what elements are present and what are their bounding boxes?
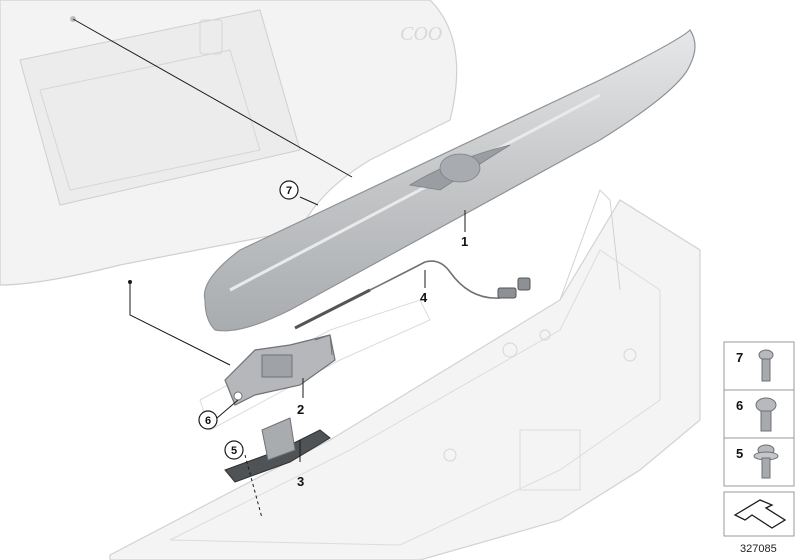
striker-part [224, 417, 331, 483]
callout-6: 6 [205, 415, 211, 427]
legend-num-6: 6 [736, 398, 743, 413]
page-reference-arrow-icon [733, 499, 787, 529]
mini-wings-emblem [408, 144, 511, 191]
callout-4: 4 [420, 290, 428, 305]
callout-6-circle: 6 [198, 410, 218, 430]
callout-5: 5 [231, 445, 237, 457]
callout-3: 3 [297, 474, 304, 489]
bowden-cable-part [294, 260, 531, 330]
tailgate-panel: COO [0, 0, 458, 286]
fastener-legend: 7 6 5 [723, 341, 795, 537]
leader-dot [128, 280, 132, 284]
legend-num-7: 7 [736, 350, 743, 365]
screw-small-icon [758, 349, 774, 382]
body-structure [109, 189, 701, 560]
callout-7: 7 [286, 185, 292, 197]
callout-7-circle: 7 [279, 180, 299, 200]
leader-lines [72, 18, 466, 519]
legend-num-5: 5 [736, 446, 743, 461]
tailgate-handle-part [203, 29, 696, 332]
callout-2: 2 [297, 402, 304, 417]
screw-flange-icon [753, 444, 779, 479]
diagram-id: 327085 [740, 543, 777, 555]
tailgate-lock-part [224, 334, 336, 406]
callout-5-circle: 5 [224, 440, 244, 460]
screw-large-head-icon [755, 397, 777, 432]
tailgate-emblem-text: COO [400, 23, 442, 45]
callout-1: 1 [461, 234, 468, 249]
